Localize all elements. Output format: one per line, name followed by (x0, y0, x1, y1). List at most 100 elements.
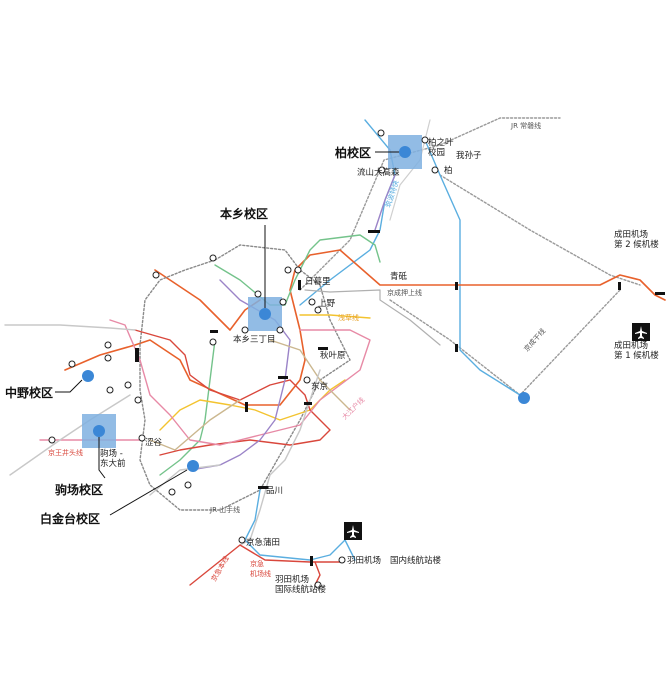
station-label-keikyu-kamata: 京急蒲田 (246, 537, 280, 548)
station-marker[interactable] (310, 556, 313, 566)
station-marker[interactable] (168, 488, 176, 496)
station-label-ueno: 上野 (318, 299, 336, 309)
station-marker[interactable] (455, 344, 458, 352)
station-marker[interactable] (377, 129, 385, 137)
line-lightgray-sw (9, 394, 131, 476)
station-marker[interactable] (378, 166, 386, 174)
station-marker[interactable] (209, 254, 217, 262)
station-label-abiko: 我孙子 (456, 150, 482, 161)
station-marker[interactable] (303, 376, 311, 384)
station-marker[interactable] (276, 326, 284, 334)
station-marker[interactable] (138, 434, 146, 442)
airplane-icon (344, 522, 362, 540)
campus-dot-hongo[interactable] (259, 308, 271, 320)
station-marker[interactable] (152, 271, 160, 279)
station-marker[interactable] (455, 282, 458, 290)
campus-dot-shirokanedai[interactable] (187, 460, 199, 472)
leader-nakano (55, 379, 83, 393)
line-tan-west (149, 399, 241, 451)
station-marker[interactable] (258, 486, 268, 489)
station-marker[interactable] (308, 298, 316, 306)
station-marker[interactable] (298, 280, 301, 290)
line-label-jr-yamanote: JR 山手线 (209, 505, 240, 514)
text-line: 东大前 (100, 458, 126, 469)
station-label-aoto: 青砥 (390, 271, 408, 282)
line-green-south (159, 339, 216, 476)
line-narita-dotted (439, 174, 641, 286)
station-label-nippori: 日暮里 (305, 276, 331, 287)
station-label-nagareyama: 流山大高森 (357, 167, 400, 178)
station-marker[interactable] (618, 282, 621, 290)
line-blue-haneda (244, 489, 356, 561)
text-line: 校园 (428, 147, 445, 158)
station-label-kashiwanoha: 柏之叶校园 (428, 137, 454, 158)
station-marker[interactable] (655, 292, 665, 295)
station-marker[interactable] (338, 556, 346, 564)
line-pink (109, 319, 371, 446)
station-label-akihabara: 秋叶原 (320, 350, 346, 361)
campus-dot-kashiwa[interactable] (399, 146, 411, 158)
line-blue-east (424, 139, 521, 396)
line-jr-yamanote (139, 244, 351, 511)
line-keikyu-airport (314, 561, 321, 586)
airplane-icon-glyph (347, 525, 359, 538)
line-label-jr-joban: JR 常磐线 (510, 121, 541, 130)
station-marker[interactable] (431, 166, 439, 174)
station-label-shinagawa: 品川 (266, 486, 283, 496)
station-marker[interactable] (238, 536, 246, 544)
line-tan (269, 339, 351, 411)
station-marker[interactable] (279, 298, 287, 306)
text-line: 成田机场 (614, 340, 648, 351)
campus-markers (82, 135, 530, 472)
station-labels: 柏之叶校园 我孙子 柏 流山大高森 日暮里 上野 青砥 本乡三丁目 秋叶原 东京… (100, 137, 659, 595)
station-marker[interactable] (284, 266, 292, 274)
station-label-haneda-intl: 羽田机场国际线航站楼 (275, 574, 327, 595)
station-marker[interactable] (134, 396, 142, 404)
airplane-icon (632, 323, 650, 341)
station-marker[interactable] (68, 360, 76, 368)
station-marker[interactable] (106, 386, 114, 394)
station-label-hongo3: 本乡三丁目 (233, 334, 276, 345)
line-lightgray-shinagawa (239, 369, 321, 546)
line-orange-hongo (154, 269, 261, 331)
text-line: 第 1 候机楼 (614, 350, 659, 361)
campus-labels: 柏校区 本乡校区 中野校区 驹场校区 白金台校区 (5, 145, 371, 526)
line-label-keikyu-main: 京急本线 (209, 554, 231, 583)
station-marker[interactable] (184, 481, 192, 489)
airplane-icon-glyph (635, 326, 647, 339)
station-marker[interactable] (48, 436, 56, 444)
station-marker[interactable] (278, 376, 288, 379)
station-marker[interactable] (314, 306, 322, 314)
station-marker[interactable] (104, 341, 112, 349)
station-marker[interactable] (294, 266, 302, 274)
station-marker[interactable] (245, 402, 248, 412)
station-label-haneda-domestic-station: 羽田机场 (347, 555, 381, 566)
station-marker[interactable] (254, 290, 262, 298)
text-line: 第 2 候机楼 (614, 239, 659, 250)
stations (48, 129, 665, 589)
campus-dot-chiba[interactable] (518, 392, 530, 404)
station-marker[interactable] (314, 581, 322, 589)
campus-dot-nakano[interactable] (82, 370, 94, 382)
text-line: 国际线航站楼 (275, 584, 327, 595)
line-label-keisei-oshiage: 京成押上线 (387, 288, 422, 297)
line-yellow-asakusa (299, 314, 371, 319)
station-label-tokyo: 东京 (311, 381, 328, 392)
line-label-asakusa: 浅草线 (338, 313, 359, 322)
station-marker[interactable] (421, 136, 429, 144)
leader-lines (55, 151, 399, 516)
station-marker[interactable] (318, 347, 328, 350)
station-marker[interactable] (104, 354, 112, 362)
station-marker[interactable] (304, 402, 312, 405)
station-marker[interactable] (124, 381, 132, 389)
text-line: 羽田机场 (275, 574, 309, 585)
station-marker[interactable] (241, 326, 249, 334)
station-marker[interactable] (135, 348, 139, 362)
campus-label-komaba: 驹场校区 (55, 482, 103, 497)
station-marker[interactable] (368, 230, 380, 233)
campus-dot-komaba[interactable] (93, 425, 105, 437)
station-marker[interactable] (210, 330, 218, 333)
text-line: 成田机场 (614, 229, 648, 240)
station-marker[interactable] (209, 338, 217, 346)
